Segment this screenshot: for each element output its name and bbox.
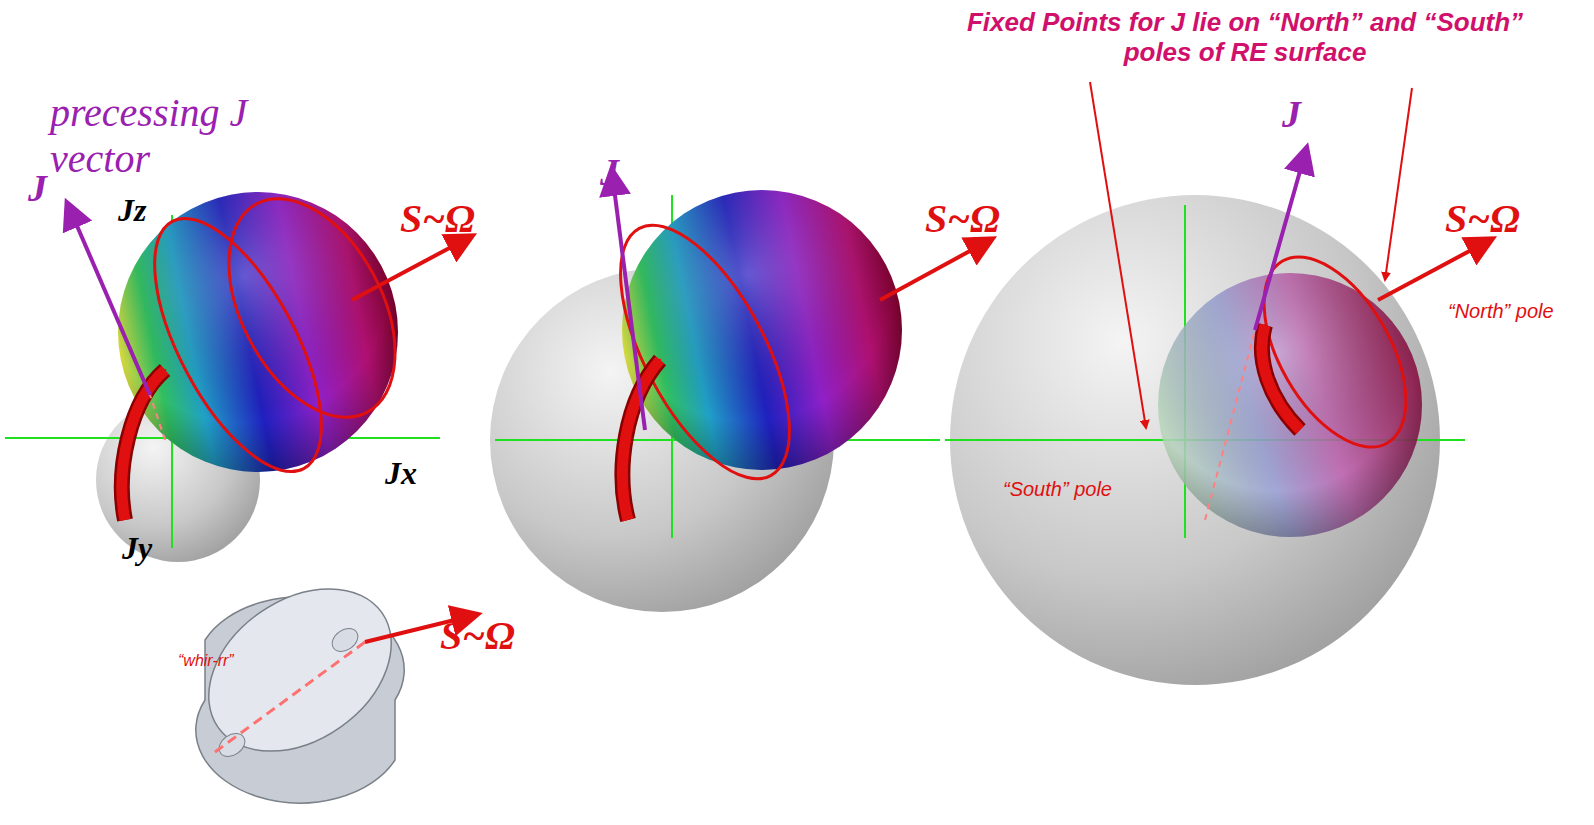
axis-label: Jx bbox=[385, 455, 417, 492]
vector-label: J bbox=[28, 166, 47, 210]
title-label: precessing J vector bbox=[50, 90, 280, 182]
pole-label: “North” pole bbox=[1448, 300, 1554, 323]
axis-label: Jy bbox=[122, 530, 152, 567]
spin-label: S~Ω bbox=[400, 195, 475, 242]
spin-label: S~Ω bbox=[440, 612, 515, 659]
vector-label: J bbox=[1282, 92, 1301, 136]
sound-label: “whir-rr” bbox=[178, 652, 234, 670]
note-label: Fixed Points for J lie on “North” and “S… bbox=[960, 8, 1530, 68]
axis-label: Jz bbox=[118, 192, 146, 229]
spin-label: S~Ω bbox=[925, 195, 1000, 242]
vector-label: J bbox=[600, 150, 619, 194]
pole-label: “South” pole bbox=[1003, 478, 1112, 501]
spin-label: S~Ω bbox=[1445, 195, 1520, 242]
